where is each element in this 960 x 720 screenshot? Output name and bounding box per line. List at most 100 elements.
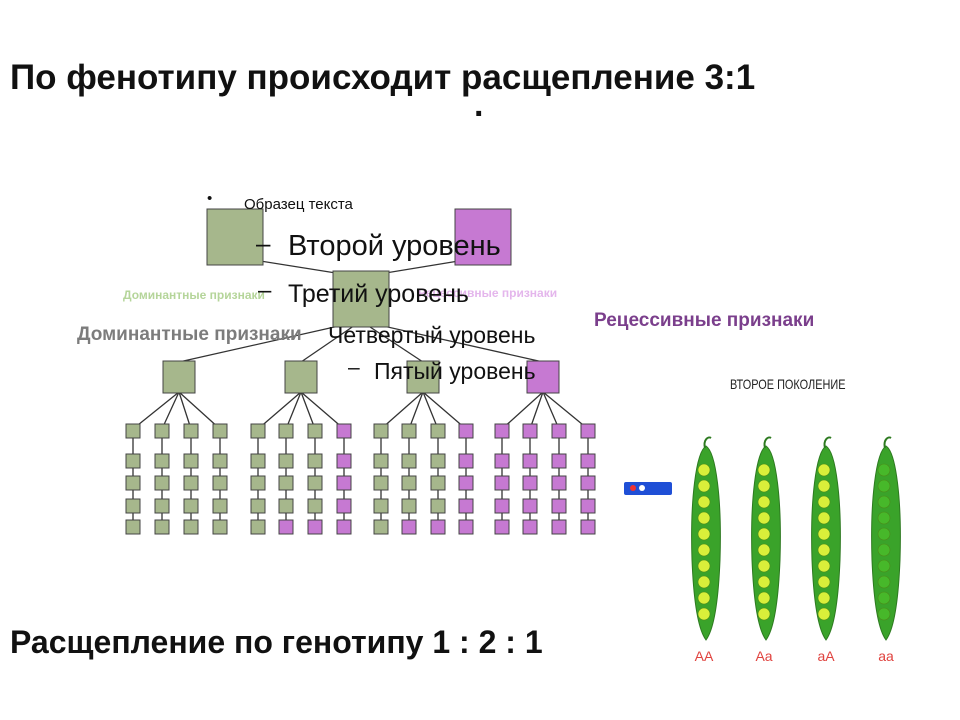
pea-seed	[817, 511, 831, 525]
f2-f3-link	[178, 391, 192, 430]
f3-node	[250, 519, 266, 535]
f3-node	[125, 475, 141, 491]
outline-level-1: Образец текста	[244, 196, 353, 213]
f2-f3-link	[161, 391, 180, 430]
pea-seed	[697, 575, 711, 589]
pea-seed	[697, 479, 711, 493]
f3-node	[522, 498, 538, 514]
f3-node	[551, 453, 567, 469]
second-generation-label: ВТОРОЕ ПОКОЛЕНИЕ	[730, 376, 846, 392]
f3-node	[522, 475, 538, 491]
genotype-label-aa-hetero-2: aA	[817, 648, 835, 664]
f3-node	[336, 423, 352, 439]
recessive-traits-faded-label: Рецессивные признаки	[418, 286, 558, 300]
f3-node	[250, 475, 266, 491]
f2-f3-link	[300, 391, 316, 430]
pea-seed	[757, 495, 771, 509]
f3-node	[307, 519, 323, 535]
f3-node	[183, 519, 199, 535]
pea-seed	[877, 463, 891, 477]
pea-seed	[877, 479, 891, 493]
pea-seed	[757, 511, 771, 525]
outline-dash-5: –	[348, 356, 360, 379]
f3-node	[373, 519, 389, 535]
pea-seed	[757, 479, 771, 493]
f3-node	[154, 498, 170, 514]
pea-seed	[817, 559, 831, 573]
outline-level-2: Второй уровень	[288, 230, 501, 262]
f2-f3-link	[300, 391, 345, 430]
f3-node	[373, 423, 389, 439]
f3-node	[183, 475, 199, 491]
f3-node	[307, 498, 323, 514]
pod-stem	[763, 436, 772, 449]
pea-seed	[697, 607, 711, 621]
f2-f3-link	[132, 391, 180, 430]
f3-node	[522, 453, 538, 469]
pea-seed	[877, 591, 891, 605]
f3-node	[183, 498, 199, 514]
f3-node	[401, 423, 417, 439]
f1-f2-link	[300, 320, 362, 363]
f3-node	[336, 453, 352, 469]
genotype-split-title: Расщепление по генотипу 1 : 2 : 1	[10, 624, 543, 660]
pea-seed	[817, 463, 831, 477]
pea-seed	[877, 575, 891, 589]
f3-node	[125, 423, 141, 439]
f2-f3-link	[542, 391, 589, 430]
f3-node	[373, 498, 389, 514]
pea-seed	[757, 607, 771, 621]
f2-f3-link	[501, 391, 544, 430]
pea-seed	[817, 575, 831, 589]
f3-node	[307, 475, 323, 491]
f3-node	[154, 475, 170, 491]
pea-seed	[877, 495, 891, 509]
f3-node	[580, 519, 596, 535]
f3-node	[336, 498, 352, 514]
pea-seed	[877, 559, 891, 573]
f2-f3-link	[178, 391, 221, 430]
pea-seed	[757, 575, 771, 589]
pea-seed	[757, 527, 771, 541]
f3-node	[336, 475, 352, 491]
f3-node	[212, 519, 228, 535]
f3-node	[307, 453, 323, 469]
f3-node	[250, 498, 266, 514]
pea-seed	[697, 543, 711, 557]
f3-node	[401, 453, 417, 469]
pea-seed	[697, 527, 711, 541]
pea-pod	[751, 445, 781, 641]
outline-level-5: Пятый уровень	[374, 358, 536, 384]
pea-seed	[817, 495, 831, 509]
recessive-traits-label: Рецессивные признаки	[594, 310, 815, 331]
f3-node	[250, 423, 266, 439]
dominant-traits-faded-label: Доминантные признаки	[123, 288, 265, 302]
pod-stem	[823, 436, 832, 449]
f2-node	[162, 360, 196, 394]
pea-seed	[757, 591, 771, 605]
f3-node	[494, 423, 510, 439]
f3-node	[307, 423, 323, 439]
pea-seed	[817, 527, 831, 541]
f3-node	[580, 498, 596, 514]
f3-node	[551, 475, 567, 491]
f3-node	[401, 475, 417, 491]
f3-node	[212, 498, 228, 514]
pea-seed	[697, 495, 711, 509]
f2-f3-link	[422, 391, 467, 430]
f3-node	[250, 453, 266, 469]
media-control-widget[interactable]	[624, 482, 672, 495]
f3-node	[212, 475, 228, 491]
genotype-label-aa-dominant: AA	[694, 648, 714, 664]
f3-node	[373, 475, 389, 491]
f1-f2-link	[360, 320, 544, 363]
f3-node	[401, 498, 417, 514]
pea-seed	[877, 607, 891, 621]
f3-node	[551, 423, 567, 439]
pea-pod	[871, 445, 901, 641]
f3-node	[154, 453, 170, 469]
f3-node	[494, 453, 510, 469]
f3-node	[278, 423, 294, 439]
pea-seed	[817, 479, 831, 493]
f1-f2-link	[360, 320, 424, 363]
